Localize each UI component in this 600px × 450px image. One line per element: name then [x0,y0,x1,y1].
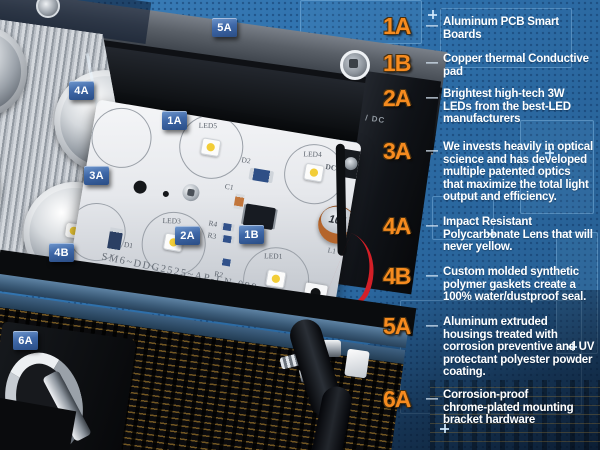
callout-item-4b: 4B — Custom molded synthetic polymer gas… [383,263,600,304]
callout-text: Aluminum extruded housings treated with … [443,316,595,379]
callout-text: Aluminum PCB Smart Boards [443,16,559,41]
callout-dash: — [426,268,438,282]
callout-item-5a: 5A — Aluminum extruded housings treated … [383,313,600,379]
badge-2a: 2A [175,226,200,245]
badge-1b: 1B [239,225,264,244]
badge-3a: 3A [84,166,109,185]
callout-code: 5A [383,313,411,339]
badge-5a: 5A [212,18,237,37]
callout-dash: — [426,143,438,157]
callout-dash: — [426,391,438,405]
callout-code: 2A [383,85,411,111]
callout-item-1a: 1A — Aluminum PCB Smart Boards [383,13,600,41]
callout-dash: — [426,218,438,232]
callout-item-3a: 3A — We invests heavily in optical scien… [383,138,600,204]
callout-text: Brightest high-tech 3W LEDs from the bes… [443,88,571,126]
callout-text: We invests heavily in optical science an… [443,141,593,204]
plus-mark [487,229,496,238]
callout-item-4a: 4A — Impact Resistant Polycarbonate Lens… [383,213,600,254]
circuit-trace-block [520,120,594,214]
amber-circuit-traces [430,380,600,450]
badge-4a: 4A [69,81,94,100]
plus-mark [545,148,554,157]
callout-dash: — [426,90,438,104]
callout-text: Custom molded synthetic polymer gaskets … [443,266,587,304]
callout-text: Impact Resistant Polycarbonate Lens that… [443,216,593,254]
callout-legend: 1A — Aluminum PCB Smart Boards 1B — Copp… [383,0,600,450]
callout-code: 1B [383,50,411,76]
plus-mark [568,342,577,351]
callout-item-1b: 1B — Copper thermal Conductive pad [383,50,600,78]
callout-code: 1A [383,13,411,39]
callout-dash: — [426,18,438,32]
badge-6a: 6A [13,331,38,350]
callout-text: Corrosion-proof chrome-plated mounting b… [443,389,574,427]
badge-1a: 1A [162,111,187,130]
callout-dash: — [426,55,438,69]
callout-code: 3A [383,138,411,164]
callout-item-6a: 6A — Corrosion-proof chrome-plated mount… [383,386,600,427]
callout-item-2a: 2A — Brightest high-tech 3W LEDs from th… [383,85,600,126]
callout-dash: — [426,318,438,332]
callout-code: 4B [383,263,411,289]
plus-mark [440,424,449,433]
callout-code: 6A [383,386,411,412]
callout-code: 4A [383,213,411,239]
badge-4b: 4B [49,243,74,262]
callout-text: Copper thermal Conductive pad [443,53,589,78]
